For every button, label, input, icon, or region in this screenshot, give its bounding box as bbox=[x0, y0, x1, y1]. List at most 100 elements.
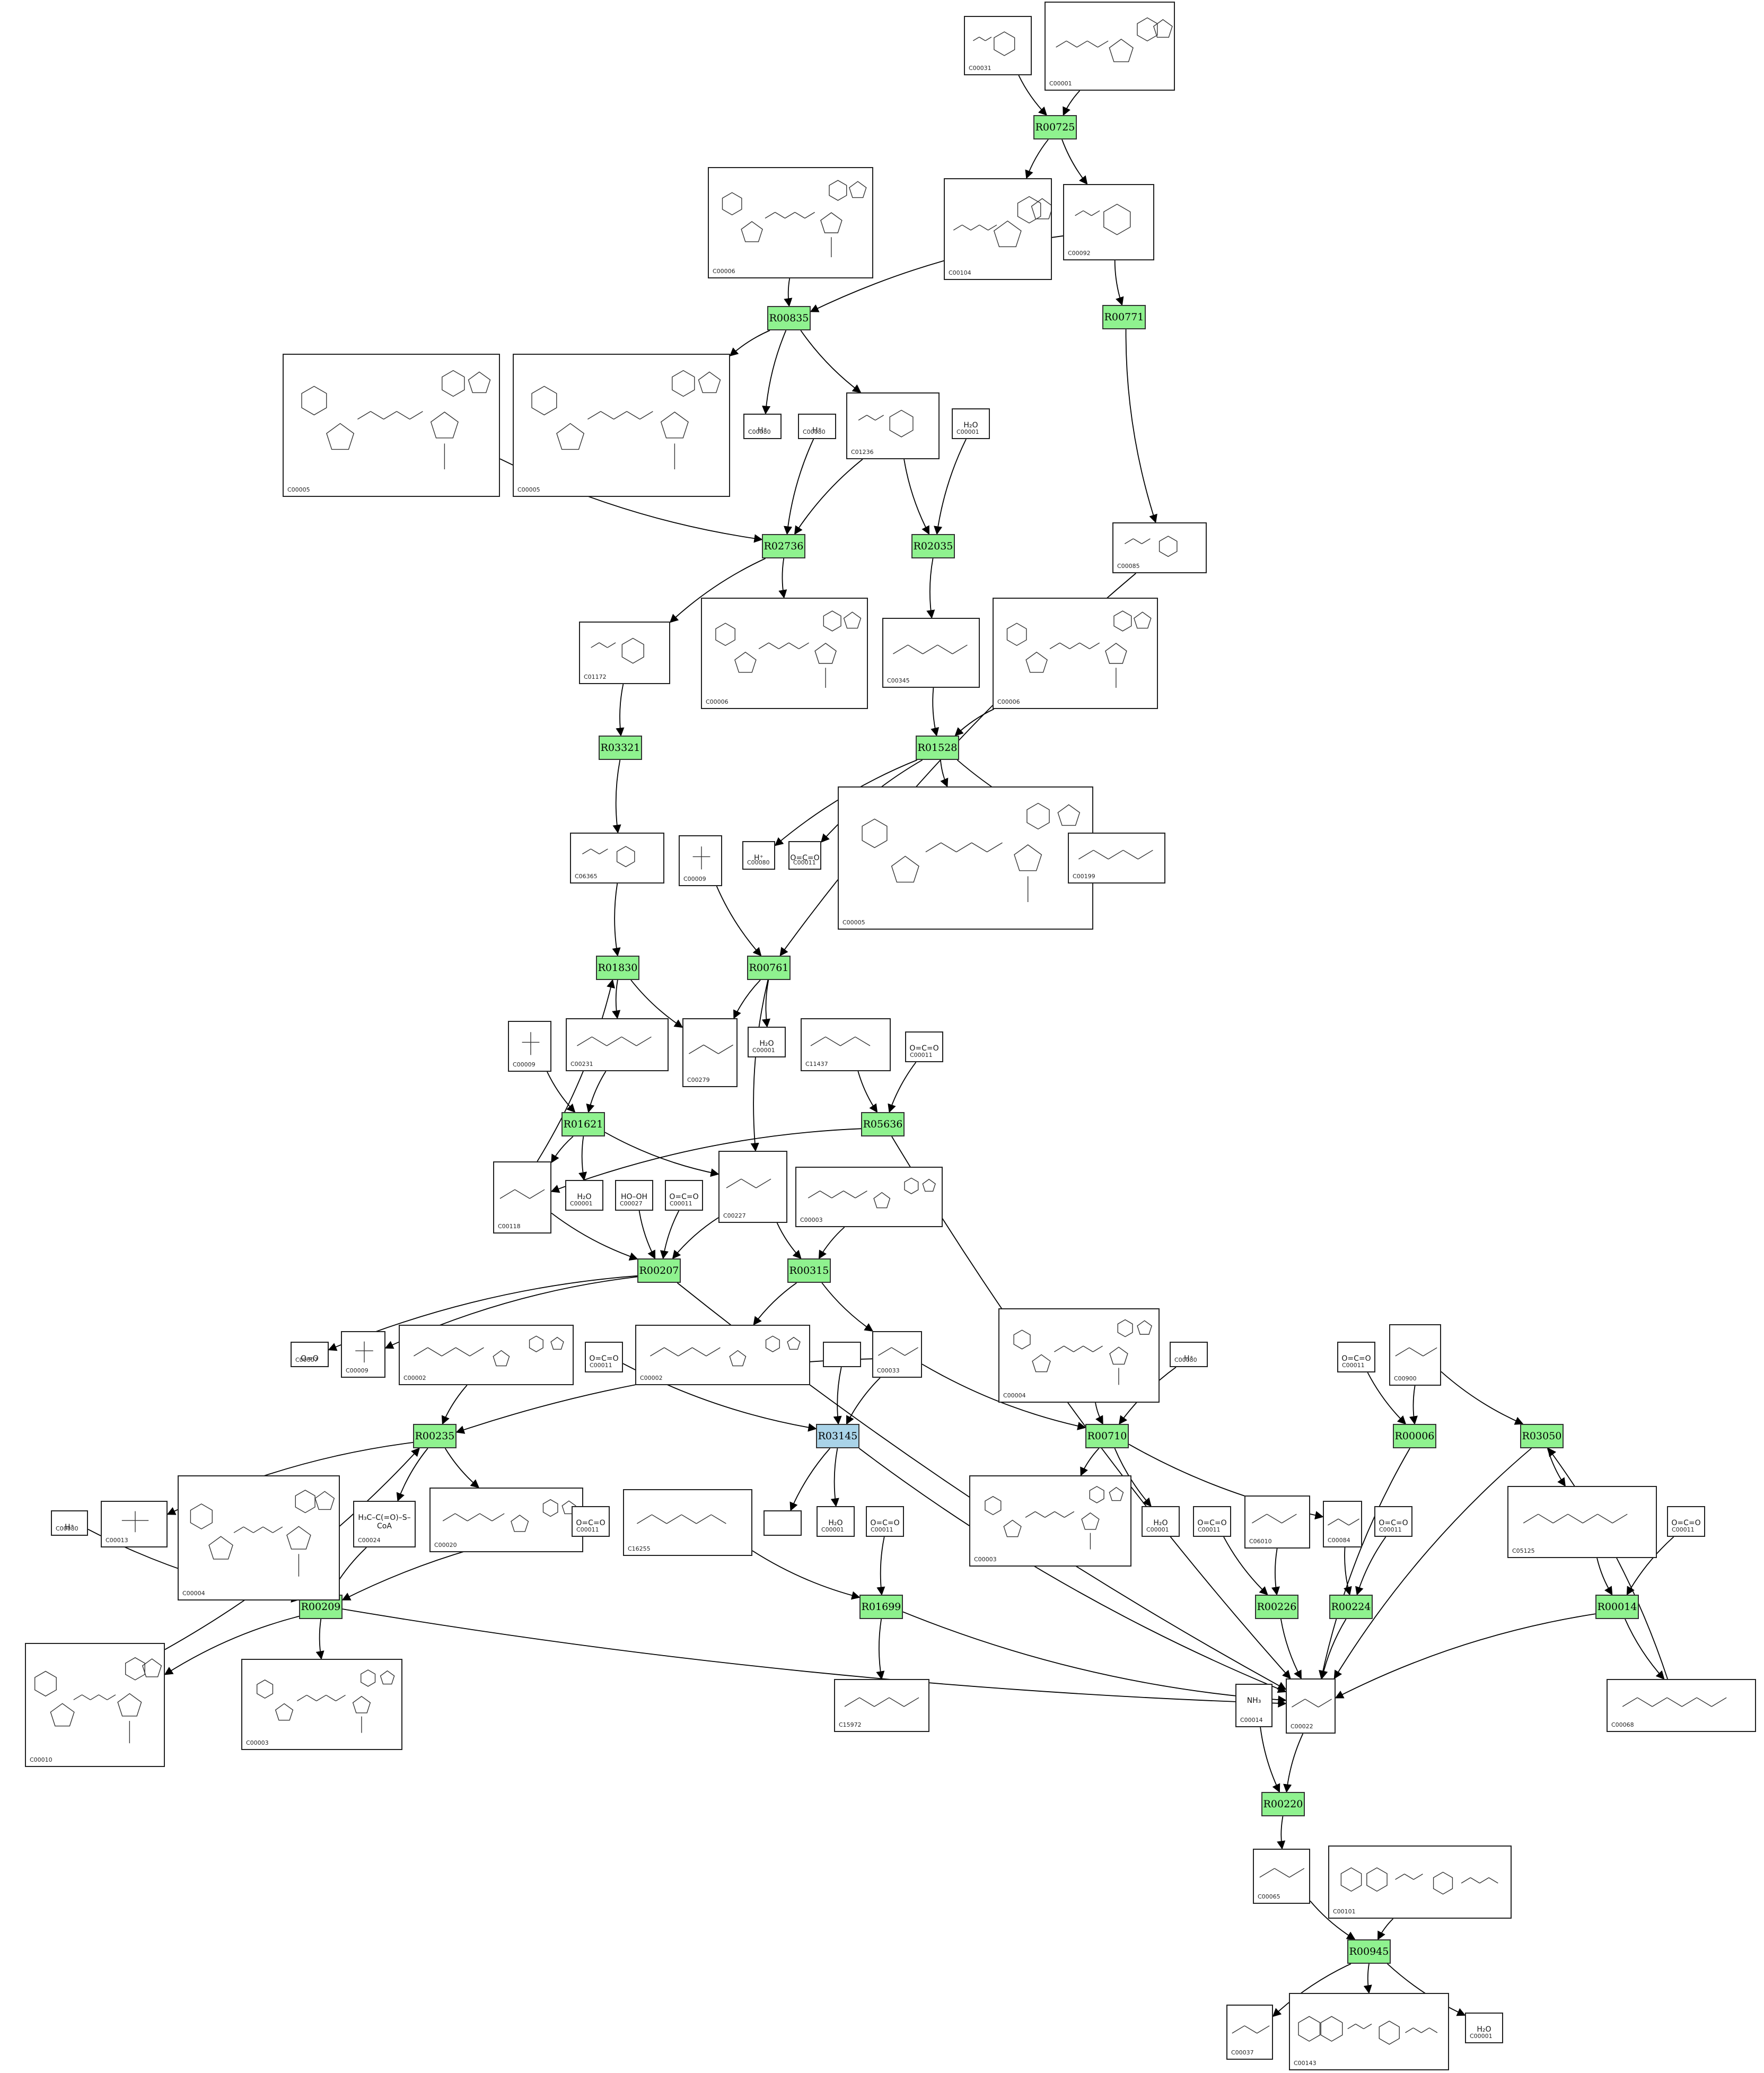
compound-box[interactable]: H⁺C00080 bbox=[798, 414, 836, 439]
compound-box[interactable]: C00006 bbox=[701, 598, 868, 709]
compound-box[interactable]: C00101 bbox=[1328, 1845, 1512, 1919]
reaction-r00761[interactable]: R00761 bbox=[747, 956, 791, 980]
compound-box[interactable]: C00084 bbox=[1323, 1501, 1362, 1547]
compound-box[interactable]: C00010 bbox=[25, 1643, 165, 1767]
compound-box[interactable]: C05125 bbox=[1507, 1486, 1657, 1558]
compound-box[interactable] bbox=[823, 1342, 861, 1367]
reaction-r00014[interactable]: R00014 bbox=[1595, 1595, 1639, 1619]
reaction-r03050[interactable]: R03050 bbox=[1520, 1424, 1564, 1448]
compound-box[interactable]: C00092 bbox=[1063, 184, 1154, 260]
reaction-r00226[interactable]: R00226 bbox=[1255, 1595, 1298, 1619]
reaction-r00207[interactable]: R00207 bbox=[637, 1258, 681, 1283]
compound-box[interactable]: C06365 bbox=[570, 833, 664, 884]
compound-box[interactable]: C00199 bbox=[1068, 833, 1165, 884]
compound-box[interactable]: C01236 bbox=[846, 392, 940, 459]
compound-box[interactable]: C00003 bbox=[969, 1475, 1131, 1567]
reaction-r01830[interactable]: R01830 bbox=[596, 956, 639, 980]
reaction-r01528[interactable]: R01528 bbox=[916, 736, 959, 760]
compound-box[interactable]: C00118 bbox=[493, 1161, 551, 1234]
compound-box[interactable]: C00065 bbox=[1253, 1849, 1310, 1904]
compound-box[interactable]: C00104 bbox=[944, 178, 1052, 280]
reaction-r00006[interactable]: R00006 bbox=[1393, 1424, 1436, 1448]
compound-box[interactable]: C00227 bbox=[718, 1151, 787, 1223]
reaction-r02035[interactable]: R02035 bbox=[911, 534, 955, 558]
compound-box[interactable] bbox=[763, 1510, 802, 1536]
compound-box[interactable]: C11437 bbox=[801, 1018, 891, 1071]
compound-box[interactable]: C00031 bbox=[964, 16, 1032, 75]
compound-box[interactable]: C00345 bbox=[882, 618, 980, 688]
compound-box[interactable]: C00009 bbox=[508, 1021, 551, 1072]
reaction-r00835[interactable]: R00835 bbox=[767, 306, 811, 330]
reaction-r03321[interactable]: R03321 bbox=[599, 736, 642, 760]
compound-box[interactable]: C00003 bbox=[241, 1659, 402, 1750]
reaction-r00771[interactable]: R00771 bbox=[1102, 305, 1146, 329]
compound-id: C00231 bbox=[571, 1061, 593, 1068]
compound-box[interactable]: C00005 bbox=[513, 354, 730, 497]
reaction-r02736[interactable]: R02736 bbox=[762, 534, 805, 558]
compound-box[interactable]: H⁺C00080 bbox=[51, 1510, 88, 1536]
reaction-r00945[interactable]: R00945 bbox=[1347, 1939, 1391, 1964]
compound-box[interactable]: C00037 bbox=[1226, 2005, 1273, 2060]
compound-box[interactable]: C00009 bbox=[679, 835, 722, 886]
compound-box[interactable]: C00033 bbox=[872, 1331, 922, 1378]
compound-box[interactable]: C00085 bbox=[1112, 522, 1207, 573]
compound-box[interactable]: C00004 bbox=[998, 1308, 1160, 1403]
reaction-r00224[interactable]: R00224 bbox=[1329, 1595, 1373, 1619]
compound-box[interactable]: C00279 bbox=[682, 1018, 738, 1087]
compound-box[interactable]: C00022 bbox=[1286, 1678, 1336, 1734]
compound-box[interactable]: C01172 bbox=[579, 622, 670, 684]
compound-box[interactable]: C00001 bbox=[1045, 2, 1175, 91]
compound-box[interactable]: C00005 bbox=[838, 786, 1093, 930]
reaction-r00220[interactable]: R00220 bbox=[1261, 1792, 1305, 1816]
compound-id: C00011 bbox=[1342, 1362, 1365, 1369]
reaction-r00725[interactable]: R00725 bbox=[1033, 115, 1077, 139]
compound-box[interactable]: C00143 bbox=[1289, 1993, 1449, 2070]
compound-box[interactable]: C00004 bbox=[178, 1475, 340, 1600]
compound-box[interactable]: C00006 bbox=[993, 598, 1158, 709]
reaction-r00315[interactable]: R00315 bbox=[787, 1258, 831, 1283]
compound-box[interactable]: C06010 bbox=[1244, 1495, 1310, 1549]
compound-box[interactable]: C00006 bbox=[708, 167, 873, 278]
compound-box[interactable]: H⁺C00080 bbox=[1170, 1342, 1208, 1367]
compound-box[interactable]: C00009 bbox=[341, 1331, 385, 1378]
compound-box[interactable]: H⁺C00080 bbox=[743, 414, 782, 439]
reaction-r01621[interactable]: R01621 bbox=[561, 1112, 605, 1136]
compound-box[interactable]: C15972 bbox=[834, 1679, 929, 1732]
compound-box[interactable]: C00068 bbox=[1607, 1679, 1756, 1732]
compound-box[interactable]: C00020 bbox=[429, 1488, 583, 1552]
compound-box[interactable]: C16255 bbox=[623, 1489, 752, 1556]
compound-box[interactable]: H⁺C00080 bbox=[742, 841, 775, 870]
reaction-r01699[interactable]: R01699 bbox=[859, 1595, 903, 1619]
compound-box[interactable]: C00003 bbox=[795, 1167, 943, 1227]
reaction-r00235[interactable]: R00235 bbox=[413, 1424, 457, 1448]
reaction-r00710[interactable]: R00710 bbox=[1085, 1424, 1129, 1448]
compound-box[interactable]: C00005 bbox=[283, 354, 500, 497]
compound-box[interactable]: C00900 bbox=[1389, 1324, 1441, 1386]
compound-box[interactable]: C00002 bbox=[635, 1325, 810, 1385]
compound-box[interactable]: C00231 bbox=[566, 1018, 669, 1071]
reaction-r05636[interactable]: R05636 bbox=[861, 1112, 905, 1136]
compound-box[interactable]: C00013 bbox=[101, 1501, 168, 1547]
compound-box[interactable]: C00002 bbox=[399, 1325, 574, 1385]
reaction-r03145[interactable]: R03145 bbox=[816, 1424, 859, 1448]
